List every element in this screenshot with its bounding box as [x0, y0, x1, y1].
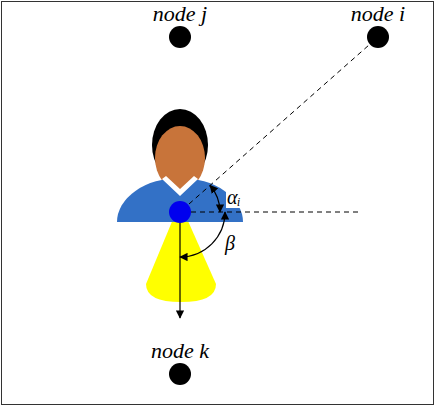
- node-label: node i: [351, 3, 405, 25]
- reference-line: [191, 212, 358, 213]
- shoulders: [117, 178, 243, 222]
- sensor-node: node k: [151, 340, 209, 385]
- node-dot: [169, 363, 191, 385]
- node-dot: [169, 26, 191, 48]
- direction-line: [189, 45, 369, 204]
- angle-label: αᵢ: [226, 186, 242, 208]
- sensor-node: node j: [153, 3, 207, 48]
- angle-label: β: [224, 232, 236, 254]
- sensor-node: node i: [351, 3, 405, 48]
- alpha-arc: [210, 186, 220, 213]
- facing-arrow: [179, 223, 180, 318]
- node-dot: [367, 26, 389, 48]
- node-label: node j: [153, 3, 207, 25]
- device-dot: [169, 201, 191, 223]
- node-label: node k: [151, 340, 209, 362]
- collar: [162, 176, 198, 196]
